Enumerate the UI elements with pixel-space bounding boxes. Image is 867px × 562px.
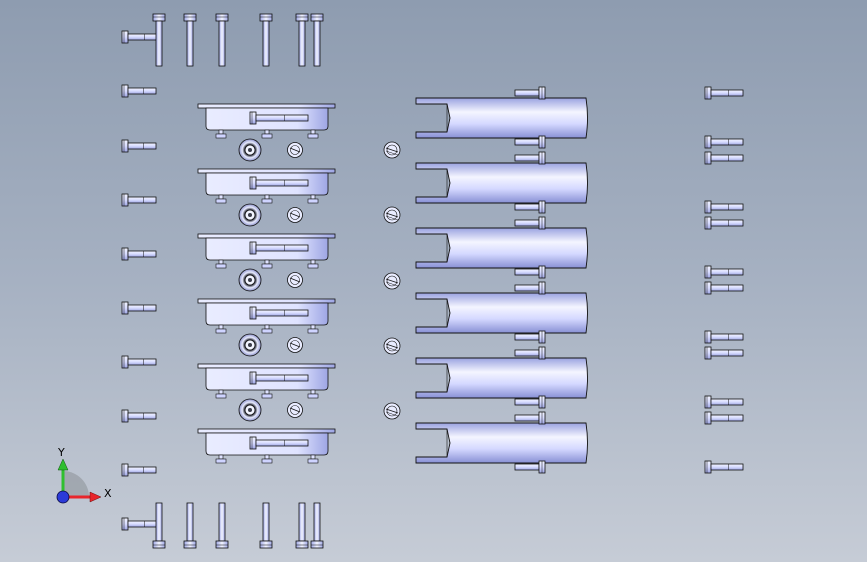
housing-4: [197, 298, 336, 357]
axis-triad: [56, 458, 102, 504]
bolt: [704, 265, 744, 279]
bolt: [514, 265, 546, 279]
housing-1: [197, 103, 336, 162]
bolt: [704, 281, 744, 295]
clip: [383, 206, 401, 224]
bolt: [121, 355, 157, 369]
clip: [383, 141, 401, 159]
bolt: [514, 216, 546, 230]
nut: [287, 142, 303, 158]
bolt: [121, 139, 157, 153]
bolt: [704, 135, 744, 149]
bearing: [238, 138, 262, 162]
nut: [287, 337, 303, 353]
bolt: [704, 330, 744, 344]
y-axis-label: Y: [57, 446, 65, 459]
nut: [287, 272, 303, 288]
housing-5: [197, 363, 336, 422]
bolt: [183, 13, 197, 67]
bolt: [259, 13, 273, 67]
bolt: [704, 216, 744, 230]
bolt: [295, 13, 309, 67]
bolt: [121, 193, 157, 207]
bolt: [152, 13, 166, 67]
bolt: [514, 151, 546, 165]
housing-column: [197, 103, 336, 464]
bolt: [704, 411, 744, 425]
bolt: [215, 13, 229, 67]
bolt: [514, 330, 546, 344]
bolt: [310, 13, 324, 67]
x-axis-label: X: [104, 487, 112, 500]
bearing: [238, 398, 262, 422]
clip-column: [383, 141, 401, 420]
bolt: [704, 200, 744, 214]
bolt: [514, 281, 546, 295]
bolt: [704, 395, 744, 409]
bolt: [215, 502, 229, 549]
bolt: [704, 151, 744, 165]
bolt: [704, 460, 744, 474]
bolt: [514, 411, 546, 425]
tube-3: [415, 227, 588, 269]
bolt: [183, 502, 197, 549]
bolt: [514, 346, 546, 360]
clip: [383, 402, 401, 420]
bolt: [514, 200, 546, 214]
bolt: [121, 30, 159, 44]
tube-2: [415, 162, 588, 204]
vertical-bolt-group: [121, 13, 324, 549]
bolt: [121, 409, 157, 423]
nut: [287, 207, 303, 223]
bolt: [259, 502, 273, 549]
bolt: [249, 176, 309, 190]
bolt: [704, 346, 744, 360]
bolt: [295, 502, 309, 549]
bolt: [704, 86, 744, 100]
bolt: [249, 241, 309, 255]
bolt: [249, 371, 309, 385]
bolt: [514, 135, 546, 149]
bolt: [121, 301, 157, 315]
bolt: [121, 247, 157, 261]
bolt: [514, 395, 546, 409]
bolt: [310, 502, 324, 549]
left-bolt-column: [121, 84, 157, 477]
bolt: [249, 111, 309, 125]
right-bolt-column: [704, 86, 744, 474]
tube-6: [415, 422, 588, 464]
bolt: [152, 502, 166, 549]
tube-4: [415, 292, 588, 334]
bolt: [249, 436, 309, 450]
tube-column: [415, 86, 588, 474]
bolt: [514, 460, 546, 474]
bearing: [238, 333, 262, 357]
clip: [383, 337, 401, 355]
tube-1: [415, 97, 588, 139]
bolt: [121, 84, 157, 98]
housing-2: [197, 168, 336, 227]
bolt: [121, 463, 157, 477]
bolt: [514, 86, 546, 100]
bearing: [238, 268, 262, 292]
bearing: [238, 203, 262, 227]
tube-5: [415, 357, 588, 399]
housing-6: [197, 428, 336, 464]
nut: [287, 402, 303, 418]
bolt: [249, 306, 309, 320]
clip: [383, 272, 401, 290]
housing-3: [197, 233, 336, 292]
bolt: [121, 517, 159, 531]
